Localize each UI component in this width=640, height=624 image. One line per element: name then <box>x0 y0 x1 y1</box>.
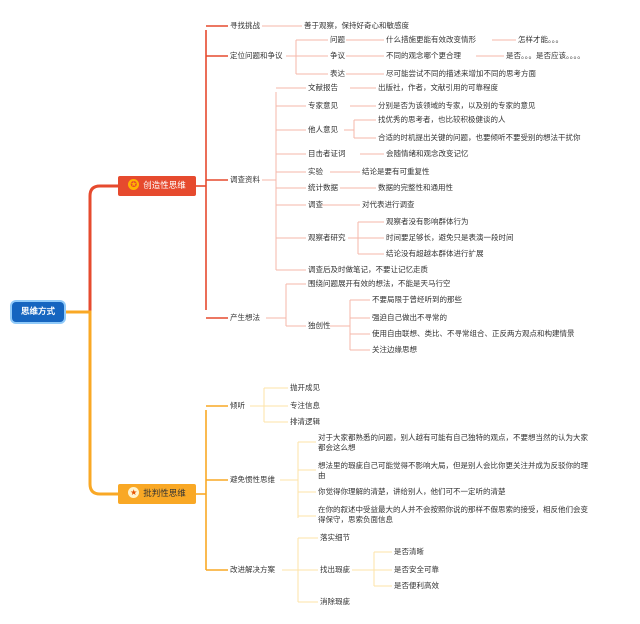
node-problem-desc[interactable]: 什么措施更能有效改变情形 <box>386 35 476 44</box>
node-listen-3[interactable]: 排清逻辑 <box>290 417 320 426</box>
node-others-2[interactable]: 合适的时机提出关键的问题，也要倾听不要受别的想法干扰你 <box>378 133 581 142</box>
node-literature-desc[interactable]: 出版社，作者，文献引用的可靠程度 <box>378 83 498 92</box>
node-stats[interactable]: 统计数据 <box>308 183 338 192</box>
critical-thinking-node[interactable]: ★批判性思维 <box>118 484 196 504</box>
node-witness-desc[interactable]: 会随情绪和观念改变记忆 <box>386 149 469 158</box>
node-avoid-4[interactable]: 在你的叙述中受益最大的人并不会按照你说的那样不假思索的接受，相反他们会变得保守，… <box>318 505 588 524</box>
node-express[interactable]: 表达 <box>330 69 345 78</box>
node-experiment-desc[interactable]: 结论是要有可重复性 <box>362 167 430 176</box>
node-avoid-2[interactable]: 想法里的瑕疵自己可能觉得不影响大局，但是别人会比你更关注并成为反驳你的理由 <box>318 461 588 480</box>
node-others-1[interactable]: 找优秀的思考者，也比较积极健谈的人 <box>378 115 506 124</box>
node-express-desc[interactable]: 尽可能尝试不同的描述来增加不同的思考方面 <box>386 69 536 78</box>
node-flaw-1[interactable]: 是否清晰 <box>394 547 424 556</box>
star-icon: ★ <box>128 487 140 498</box>
node-avoid-3[interactable]: 你觉得你理解的清楚，讲给别人，他们可不一定听的清楚 <box>318 487 506 496</box>
node-improve-2[interactable]: 找出瑕疵 <box>320 565 350 574</box>
node-improve-3[interactable]: 消除瑕疵 <box>320 597 350 606</box>
node-problem[interactable]: 问题 <box>330 35 345 44</box>
node-generate[interactable]: 产生想法 <box>230 313 260 322</box>
node-orig-1[interactable]: 不要局限于曾经听到的那些 <box>372 295 462 304</box>
node-improve[interactable]: 改进解决方案 <box>230 565 275 574</box>
node-avoid-1[interactable]: 对于大家都熟悉的问题，别人越有可能有自己独特的观点，不要想当然的认为大家都会这么… <box>318 433 588 452</box>
node-dispute-extra[interactable]: 是否。。。是否应该。。。。 <box>506 51 585 60</box>
node-flaw-3[interactable]: 是否便利高效 <box>394 581 439 590</box>
node-notes[interactable]: 调查后及时做笔记，不要让记忆走质 <box>308 265 428 274</box>
critical-thinking-label: 批判性思维 <box>143 489 186 499</box>
node-observer-3[interactable]: 结论没有超越本群体进行扩展 <box>386 249 484 258</box>
node-research[interactable]: 调查资料 <box>230 175 260 184</box>
node-survey[interactable]: 调查 <box>308 200 323 209</box>
node-orig-3[interactable]: 使用自由联想、类比、不寻常组合、正反两方观点和构建情景 <box>372 329 575 338</box>
node-stats-desc[interactable]: 数据的完整性和通用性 <box>378 183 453 192</box>
node-challenge[interactable]: 寻找挑战 <box>230 21 260 30</box>
node-observer-1[interactable]: 观察者没有影响群体行为 <box>386 217 469 226</box>
node-listen-1[interactable]: 抛开成见 <box>290 383 320 392</box>
creative-thinking-node[interactable]: ✪创造性思维 <box>118 176 196 196</box>
node-problem-extra[interactable]: 怎样才能。。。 <box>518 35 563 44</box>
node-define[interactable]: 定位问题和争议 <box>230 51 283 60</box>
node-observer-2[interactable]: 时间要足够长，避免只是表演一段时间 <box>386 233 514 242</box>
node-survey-desc[interactable]: 对代表进行调查 <box>362 200 415 209</box>
node-orig-2[interactable]: 强迫自己做出不寻常的 <box>372 313 447 322</box>
node-listen[interactable]: 倾听 <box>230 401 245 410</box>
node-expert[interactable]: 专家意见 <box>308 101 338 110</box>
node-dispute[interactable]: 争议 <box>330 51 345 60</box>
node-observer[interactable]: 观察者研究 <box>308 233 346 242</box>
node-others[interactable]: 他人意见 <box>308 125 338 134</box>
node-flaw-2[interactable]: 是否安全可靠 <box>394 565 439 574</box>
node-avoid[interactable]: 避免惯性思维 <box>230 475 275 484</box>
root-node[interactable]: 思维方式 <box>12 302 64 322</box>
node-generate-1[interactable]: 围绕问题展开有效的想法，不能是天马行空 <box>308 279 451 288</box>
node-literature[interactable]: 文献报告 <box>308 83 338 92</box>
node-dispute-desc[interactable]: 不同的观念哪个更合理 <box>386 51 461 60</box>
node-listen-2[interactable]: 专注信息 <box>290 401 320 410</box>
medal-icon: ✪ <box>128 179 140 190</box>
node-originality[interactable]: 独创性 <box>308 321 331 330</box>
creative-thinking-label: 创造性思维 <box>143 181 186 191</box>
node-expert-desc[interactable]: 分别是否为该领域的专家，以及别的专家的意见 <box>378 101 536 110</box>
node-experiment[interactable]: 实验 <box>308 167 323 176</box>
node-challenge-desc[interactable]: 善于观察，保持好奇心和敏感度 <box>304 21 409 30</box>
node-orig-4[interactable]: 关注边缘思想 <box>372 345 417 354</box>
node-improve-1[interactable]: 落实细节 <box>320 533 350 542</box>
node-witness[interactable]: 目击者证词 <box>308 149 346 158</box>
